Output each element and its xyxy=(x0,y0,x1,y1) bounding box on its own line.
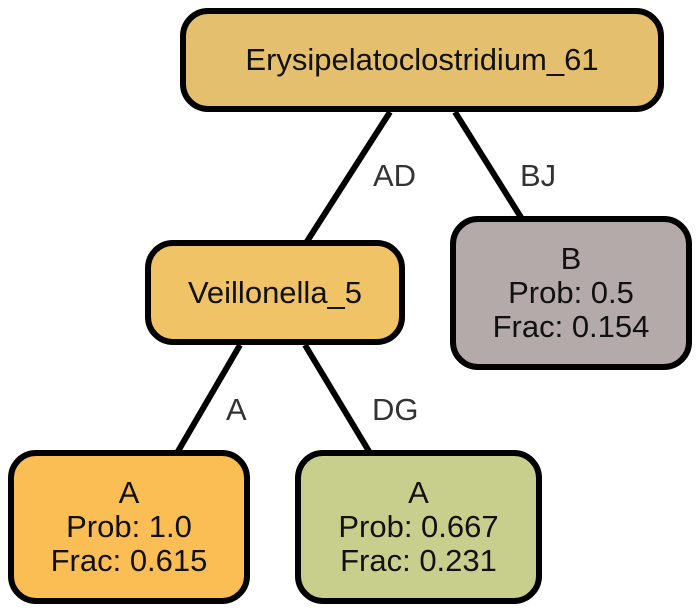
leaf-b-class: B xyxy=(560,241,582,276)
edge-label-inner-leaf-a2: DG xyxy=(372,392,419,427)
leaf-a2-class: A xyxy=(408,475,429,510)
edge-inner-to-leaf-a1 xyxy=(174,343,243,455)
root-node: Erysipelatoclostridium_61 xyxy=(180,8,664,112)
leaf-node-a1: A Prob: 1.0 Frac: 0.615 xyxy=(8,450,250,604)
leaf-b-prob: Prob: 0.5 xyxy=(508,275,634,310)
edge-label-inner-leaf-a1: A xyxy=(226,392,247,427)
edge-label-root-inner: AD xyxy=(373,158,417,193)
leaf-a1-class: A xyxy=(118,475,140,510)
leaf-node-b: B Prob: 0.5 Frac: 0.154 xyxy=(450,216,692,370)
root-node-label: Erysipelatoclostridium_61 xyxy=(245,42,599,77)
leaf-a2-prob: Prob: 0.667 xyxy=(338,509,499,544)
inner-node-label: Veillonella_5 xyxy=(187,274,363,310)
inner-node: Veillonella_5 xyxy=(145,240,405,345)
edge-root-to-leaf-b xyxy=(452,110,525,221)
leaf-a2-frac: Frac: 0.231 xyxy=(340,543,497,578)
edge-root-to-inner xyxy=(303,110,393,245)
leaf-a1-frac: Frac: 0.615 xyxy=(50,543,208,578)
leaf-node-a2: A Prob: 0.667 Frac: 0.231 xyxy=(295,450,542,604)
leaf-a1-prob: Prob: 1.0 xyxy=(66,509,192,544)
edge-label-root-leaf-b: BJ xyxy=(520,158,557,193)
leaf-b-frac: Frac: 0.154 xyxy=(492,309,650,344)
edge-inner-to-leaf-a2 xyxy=(302,343,373,455)
